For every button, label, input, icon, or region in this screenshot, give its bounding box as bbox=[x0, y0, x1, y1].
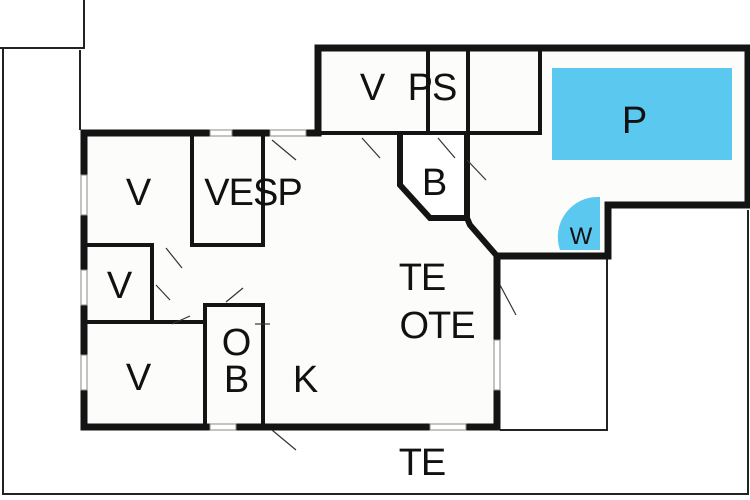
room-label-k: K bbox=[293, 359, 318, 401]
pool bbox=[552, 68, 732, 160]
room-label-v2: V bbox=[107, 265, 133, 307]
room-label-ps: PS bbox=[408, 67, 457, 109]
room-label-b1: B bbox=[224, 359, 248, 401]
room-label-b2: B bbox=[422, 162, 446, 204]
room-label-te-outer: TE bbox=[399, 442, 446, 484]
room-label-v3: V bbox=[126, 357, 152, 399]
door-swings bbox=[155, 137, 517, 451]
room-labels: V VESP V V O B K TE OTE V PS B P W TE bbox=[107, 67, 647, 484]
room-label-p: P bbox=[622, 100, 646, 142]
room-label-v-top: V bbox=[360, 67, 386, 109]
room-label-vesp: VESP bbox=[204, 172, 301, 214]
whirlpool bbox=[557, 196, 600, 250]
house-floor bbox=[84, 133, 497, 425]
room-label-te-inner: TE bbox=[399, 257, 446, 299]
room-label-v1: V bbox=[126, 172, 152, 214]
windows bbox=[80, 129, 501, 431]
room-label-o: O bbox=[222, 322, 251, 364]
room-label-ote: OTE bbox=[399, 305, 474, 347]
room-label-w: W bbox=[570, 223, 593, 250]
